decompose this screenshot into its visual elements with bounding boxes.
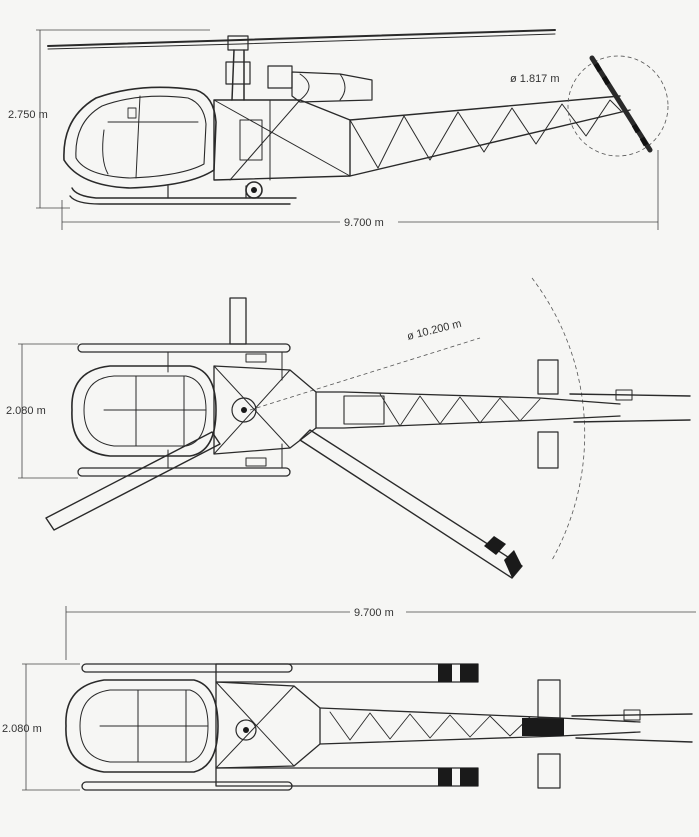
side-length-label: 9.700 m: [344, 217, 384, 229]
bottom-length-label: 9.700 m: [354, 607, 394, 619]
main-rotor-diameter-label: ø 10.200 m: [406, 318, 463, 343]
top-width-label: 2.080 m: [6, 405, 46, 417]
bottom-width-label: 2.080 m: [2, 723, 42, 735]
tail-rotor-diameter-label: ø 1.817 m: [510, 73, 560, 85]
side-view: 2.750 m 9.700 m ø 1.817 m: [8, 29, 669, 230]
side-height-label: 2.750 m: [8, 109, 48, 121]
bottom-view: 9.700 m 2.080 m: [2, 606, 696, 791]
top-view: 2.080 m ø 10.200 m: [6, 277, 691, 579]
